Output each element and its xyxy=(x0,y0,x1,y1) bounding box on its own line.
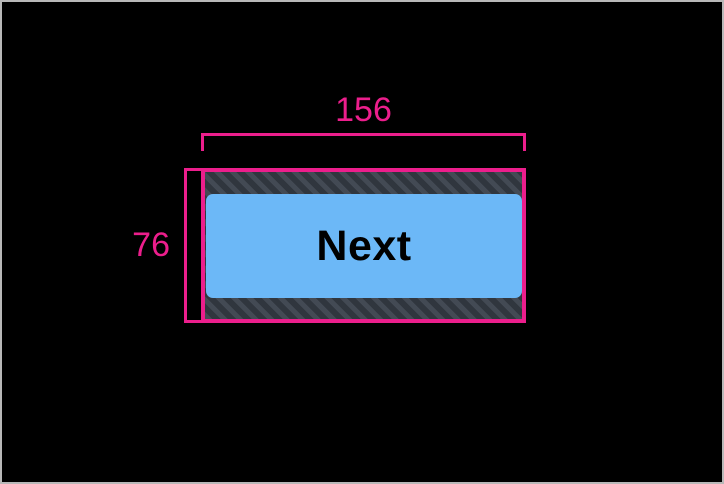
height-dimension-label: 76 xyxy=(132,226,170,264)
element-bounding-box xyxy=(201,168,526,323)
height-bracket-line xyxy=(184,168,201,323)
next-button[interactable]: Next xyxy=(206,194,522,298)
width-dimension-label: 156 xyxy=(335,91,392,129)
width-dimension-bracket xyxy=(201,133,526,151)
height-dimension-bracket xyxy=(184,168,201,323)
width-bracket-line xyxy=(201,133,526,151)
